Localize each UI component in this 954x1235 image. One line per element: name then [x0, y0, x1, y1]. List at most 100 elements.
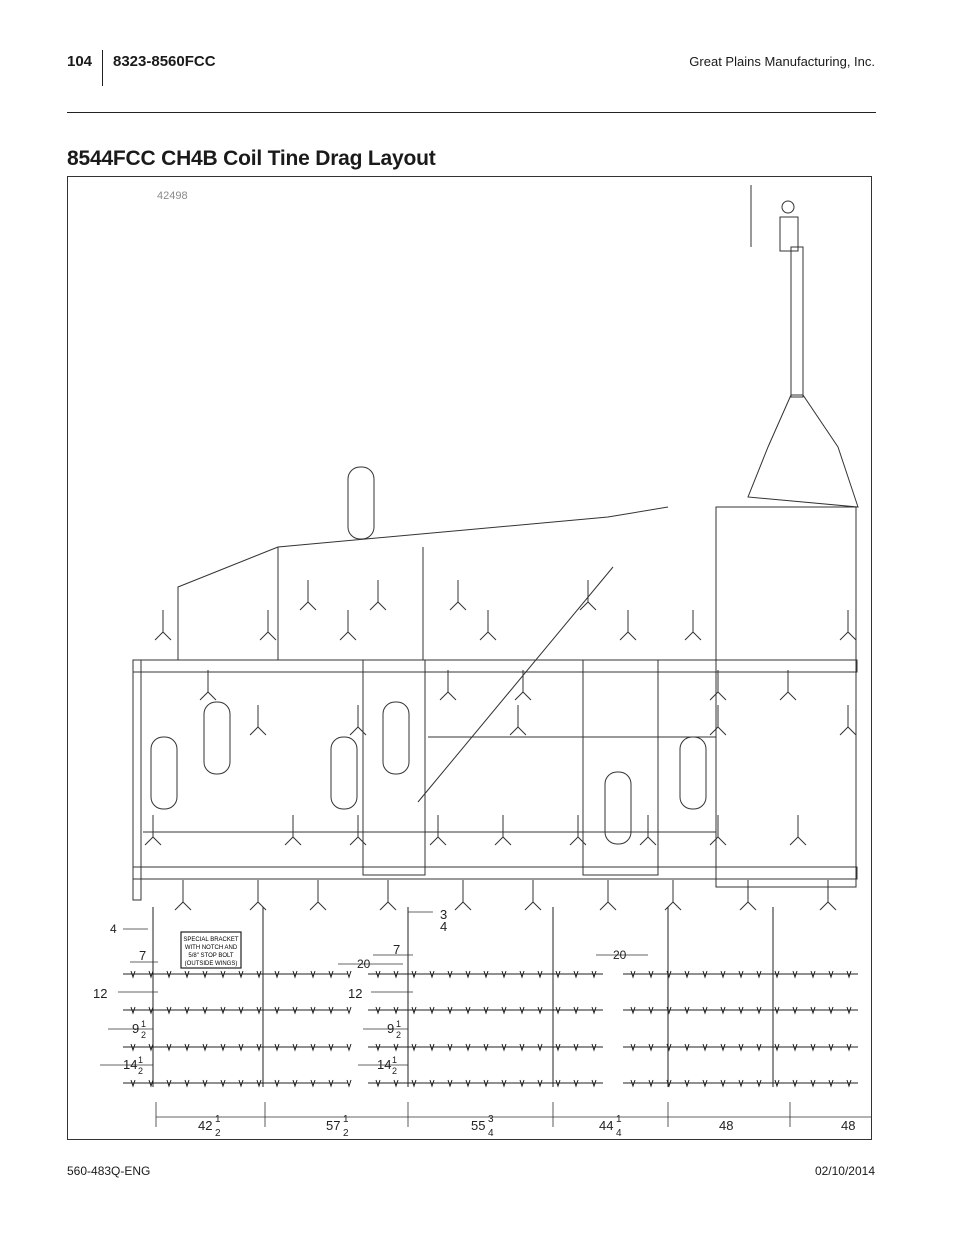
- bottom-dim-4-den: 4: [616, 1128, 622, 1139]
- dim-label-9-mid: 9: [387, 1021, 394, 1036]
- tine-1-1: [429, 1006, 435, 1015]
- tine-3-2: [810, 1079, 816, 1088]
- dim-frac-den-14-left: 2: [138, 1066, 143, 1076]
- row-a-sweep-0: [299, 601, 317, 611]
- tine-1-2: [720, 1006, 726, 1015]
- row-d-sweep-3: [709, 726, 727, 736]
- tine-2-2: [774, 1043, 780, 1052]
- tine-1-1: [393, 1006, 399, 1015]
- bottom-dim-2: 57 1 2: [326, 1114, 349, 1139]
- tine-2-0: [130, 1043, 136, 1052]
- dim-label-3: 3: [440, 907, 447, 922]
- tine-3-1: [519, 1079, 525, 1088]
- tine-3-0: [202, 1079, 208, 1088]
- tine-3-0: [310, 1079, 316, 1088]
- row-c-sweep-4: [779, 691, 797, 701]
- tine-3-1: [537, 1079, 543, 1088]
- dim-frac-num-14-mid: 1: [392, 1055, 397, 1065]
- tine-3-1: [429, 1079, 435, 1088]
- tine-1-0: [202, 1006, 208, 1015]
- tine-2-1: [465, 1043, 471, 1052]
- tine-1-2: [756, 1006, 762, 1015]
- wheel-4: [382, 701, 410, 775]
- model-number: 8323-8560FCC: [113, 53, 216, 70]
- tine-3-2: [846, 1079, 852, 1088]
- tine-3-2: [828, 1079, 834, 1088]
- tine-3-1: [591, 1079, 597, 1088]
- dim-label-20-b: 20: [613, 948, 627, 962]
- tine-0-2: [846, 970, 852, 979]
- tine-3-1: [501, 1079, 507, 1088]
- row-c-sweep-2: [514, 691, 532, 701]
- tine-2-0: [328, 1043, 334, 1052]
- dim-label-14-left: 14: [123, 1057, 137, 1072]
- tine-1-0: [292, 1006, 298, 1015]
- tine-3-2: [648, 1079, 654, 1088]
- tine-0-0: [148, 970, 154, 979]
- bottom-dim-3-whole: 55: [471, 1118, 485, 1133]
- tine-1-2: [792, 1006, 798, 1015]
- tine-2-1: [375, 1043, 381, 1052]
- tine-1-1: [519, 1006, 525, 1015]
- wheel-7: [347, 466, 375, 540]
- coil-tine-drag: [123, 907, 858, 1088]
- tine-2-2: [810, 1043, 816, 1052]
- dim-frac-num-9-left: 1: [141, 1019, 146, 1029]
- row-c-sweep-0: [199, 691, 217, 701]
- wing-struts: [277, 547, 424, 660]
- tine-0-0: [310, 970, 316, 979]
- wheel-3: [330, 736, 358, 810]
- dim-label-7-left: 7: [139, 948, 146, 963]
- row-b-sweep-6: [839, 631, 857, 641]
- tine-0-0: [292, 970, 298, 979]
- row-b-sweep-2: [339, 631, 357, 641]
- row-b-sweep-4: [619, 631, 637, 641]
- dim-label-3-den: 4: [440, 919, 447, 934]
- tine-2-2: [738, 1043, 744, 1052]
- tine-0-1: [501, 970, 507, 979]
- tine-1-1: [483, 1006, 489, 1015]
- tine-3-2: [720, 1079, 726, 1088]
- tine-3-1: [465, 1079, 471, 1088]
- tine-2-1: [591, 1043, 597, 1052]
- tine-2-1: [555, 1043, 561, 1052]
- figure-id: 42498: [157, 190, 188, 202]
- tine-1-0: [274, 1006, 280, 1015]
- tongue-yoke: [747, 394, 859, 508]
- tine-1-1: [591, 1006, 597, 1015]
- row-f-sweep-4: [454, 901, 472, 911]
- tine-1-1: [447, 1006, 453, 1015]
- wheel-2: [203, 701, 231, 775]
- bottom-dim-3-den: 4: [488, 1128, 494, 1139]
- tine-1-0: [238, 1006, 244, 1015]
- tine-3-2: [738, 1079, 744, 1088]
- wheel-6: [679, 736, 707, 810]
- dim-label-4: 4: [110, 922, 117, 936]
- dim-frac-den-14-mid: 2: [392, 1066, 397, 1076]
- tine-1-0: [328, 1006, 334, 1015]
- tine-1-2: [630, 1006, 636, 1015]
- row-e-sweep-6: [639, 836, 657, 846]
- wheel-1: [150, 736, 178, 810]
- tine-3-0: [256, 1079, 262, 1088]
- tine-0-2: [792, 970, 798, 979]
- company-name: Great Plains Manufacturing, Inc.: [689, 54, 875, 69]
- row-f-sweep-9: [819, 901, 837, 911]
- tine-0-1: [393, 970, 399, 979]
- row-b-sweep-1: [259, 631, 277, 641]
- tine-0-1: [537, 970, 543, 979]
- center-right-box: [582, 659, 659, 876]
- tine-2-1: [393, 1043, 399, 1052]
- tine-2-0: [256, 1043, 262, 1052]
- center-left-box: [362, 659, 426, 876]
- tine-1-0: [310, 1006, 316, 1015]
- dim-label-7-mid: 7: [393, 942, 400, 957]
- tine-3-0: [148, 1079, 154, 1088]
- tine-0-0: [328, 970, 334, 979]
- tine-3-0: [184, 1079, 190, 1088]
- note-line-3: 5/8" STOP BOLT: [188, 953, 233, 959]
- tine-3-2: [630, 1079, 636, 1088]
- tine-1-1: [573, 1006, 579, 1015]
- tine-0-1: [483, 970, 489, 979]
- tine-2-0: [238, 1043, 244, 1052]
